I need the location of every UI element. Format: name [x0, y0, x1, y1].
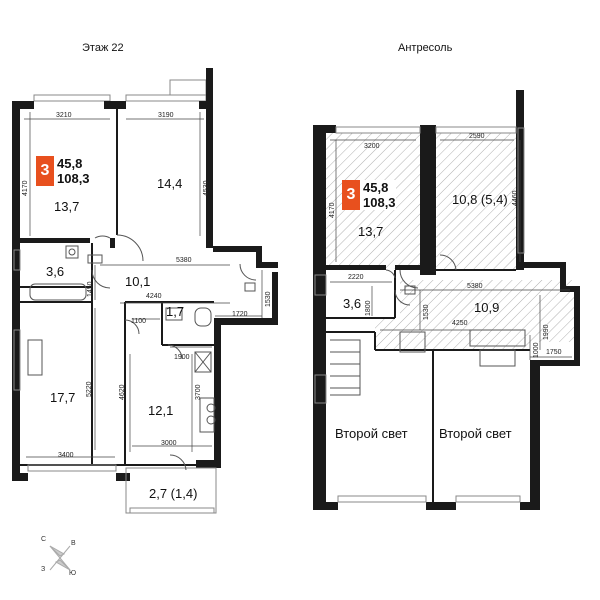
right-hatched [326, 133, 575, 350]
dim-3700: 3700 [195, 384, 202, 400]
second-light-1: Второй свет [335, 426, 408, 441]
room-area-kitchen: 12,1 [148, 403, 174, 418]
room-area-living: 17,7 [50, 390, 76, 405]
total-area: 108,3 [363, 195, 396, 210]
living-area: 45,8 [363, 180, 389, 195]
dim-1800: 1800 [365, 300, 372, 316]
dim-1450: 1450 [87, 281, 94, 297]
right-plan [313, 90, 580, 510]
dim-5380: 5380 [176, 257, 192, 264]
dim-1530: 1530 [423, 304, 430, 320]
right-dim-lines [330, 139, 572, 360]
apartment-badge-left: 3 45,8 108,3 [36, 156, 90, 186]
dim-2590: 2590 [469, 133, 485, 140]
dim-4240: 4240 [146, 293, 162, 300]
right-doors [385, 254, 457, 306]
room-area-bedroom: 13,7 [358, 224, 384, 239]
dim-1000: 1000 [533, 342, 540, 358]
mezzanine-title: Антресоль [398, 42, 453, 54]
dim-4250: 4250 [452, 320, 468, 327]
room-area-bath: 3,6 [46, 264, 65, 279]
left-walls [12, 68, 278, 481]
floor-title: Этаж 22 [82, 42, 124, 54]
dim-1900: 1900 [174, 354, 190, 361]
dim-3400: 3400 [58, 452, 74, 459]
room-area-balcony: 2,7 (1,4) [149, 486, 198, 501]
room-area-terrace: 10,8 (5,4) [452, 192, 508, 207]
total-area: 108,3 [57, 171, 90, 186]
left-bottom-windows [13, 249, 217, 514]
room-area-bath: 3,6 [343, 296, 362, 311]
dim-1750: 1750 [546, 349, 562, 356]
room-area-bedroom1: 13,7 [54, 199, 80, 214]
left-dim-lines [24, 112, 263, 458]
dim-5380: 5380 [467, 283, 483, 290]
left-fixtures [27, 245, 256, 433]
dim-5220: 5220 [86, 381, 93, 397]
living-area: 45,8 [57, 156, 83, 171]
left-plan [12, 68, 278, 514]
compass-west: З [41, 566, 46, 573]
dim-1100: 1100 [131, 318, 147, 325]
compass-east: В [71, 540, 76, 547]
dim-4530: 4530 [203, 180, 210, 196]
apartment-badge-right: 3 45,8 108,3 [342, 180, 396, 210]
dim-4460: 4460 [512, 190, 519, 206]
dim-3210: 3210 [56, 112, 72, 119]
dim-3190: 3190 [158, 112, 174, 119]
compass-south: Ю [69, 570, 77, 577]
right-fixtures [330, 285, 526, 396]
room-area-wc: 1,7 [166, 304, 185, 319]
dim-4620: 4620 [119, 384, 126, 400]
dim-3200: 3200 [364, 143, 380, 150]
left-top-windows [33, 79, 207, 102]
dim-1720: 1720 [232, 311, 248, 318]
dim-2220: 2220 [348, 274, 364, 281]
second-light-2: Второй свет [439, 426, 512, 441]
compass-north: С [41, 536, 47, 543]
compass-rose [49, 545, 71, 571]
room-area-bedroom2: 14,4 [157, 176, 183, 191]
rooms-count: 3 [36, 156, 54, 186]
left-doors [91, 234, 257, 471]
dim-3000: 3000 [161, 440, 177, 447]
right-windows [314, 126, 525, 503]
dim-4170: 4170 [329, 202, 336, 218]
rooms-count: 3 [342, 180, 360, 210]
dim-4170: 4170 [22, 180, 29, 196]
room-area-hall: 10,9 [474, 300, 500, 315]
room-area-hall: 10,1 [125, 274, 151, 289]
dim-1990: 1990 [543, 324, 550, 340]
dim-1530: 1530 [265, 291, 272, 307]
